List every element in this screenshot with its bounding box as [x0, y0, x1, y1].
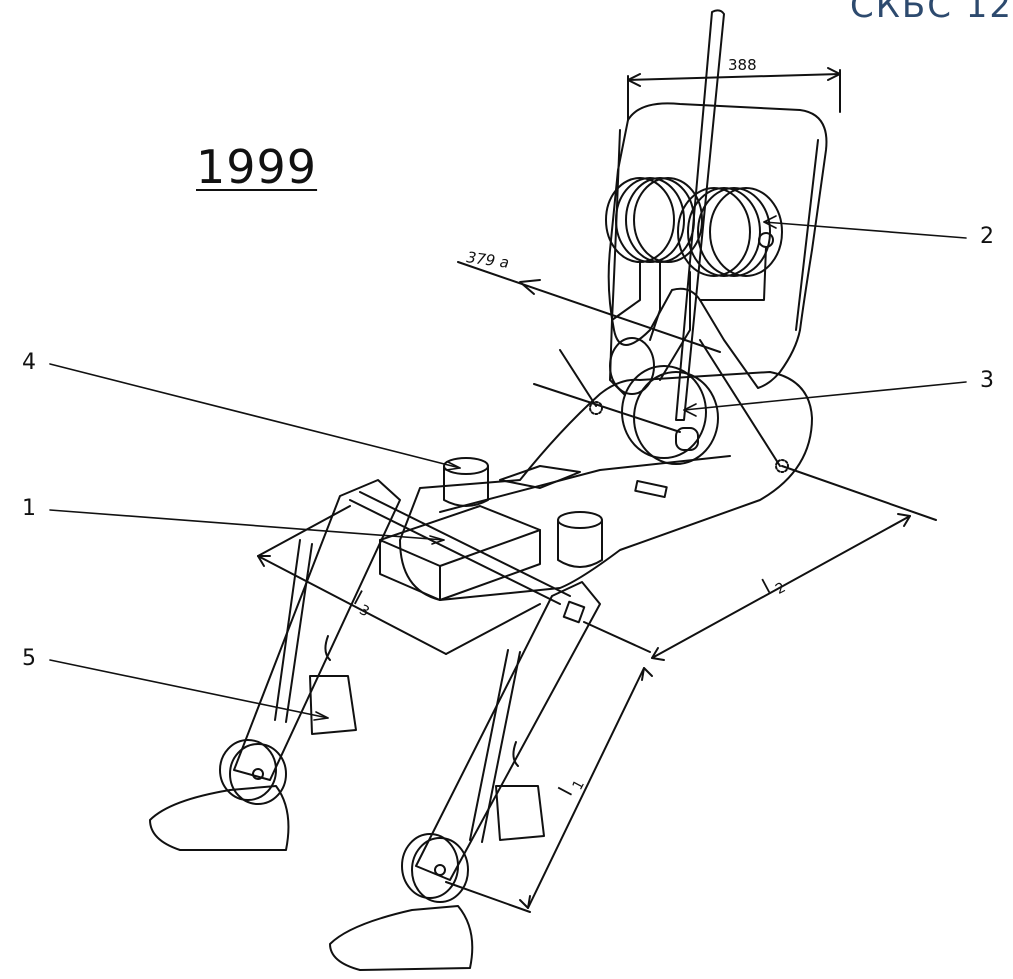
- callout-5: 5: [22, 646, 36, 671]
- callout-1: 1: [22, 496, 36, 521]
- dimension-l3: [257, 505, 541, 655]
- leader-1: [49, 509, 445, 541]
- leader-1-arrow: [429, 535, 445, 545]
- dimension-388: [627, 67, 841, 121]
- dim-l2-sub: 2: [773, 580, 788, 598]
- diagram-year: 1999: [196, 140, 318, 194]
- right-leg: [329, 581, 601, 971]
- sensor-jars: [443, 457, 603, 568]
- axle: [349, 491, 571, 605]
- leader-2-arrow: [763, 215, 777, 229]
- main-drum: [609, 337, 719, 465]
- leader-3: [683, 381, 967, 411]
- leader-2: [763, 221, 967, 239]
- callout-2: 2: [980, 224, 994, 249]
- leader-5-arrow: [313, 711, 329, 721]
- base-seat: [399, 371, 813, 601]
- dimension-l1: [445, 667, 653, 913]
- corner-label: СКБС 12: [849, 0, 1013, 26]
- control-block: [379, 465, 581, 601]
- handle-rod: [675, 9, 725, 421]
- leader-4: [49, 363, 461, 469]
- dim-379a-text: 379 a: [465, 248, 510, 272]
- dim-388-text: 388: [728, 56, 757, 74]
- weight-discs-left: [605, 177, 703, 263]
- callout-4: 4: [22, 350, 36, 375]
- callout-3: 3: [980, 368, 994, 393]
- dim-l1-text-group: l 1: [553, 778, 587, 800]
- leader-3-arrow: [683, 403, 697, 417]
- leader-4-arrow: [445, 461, 461, 471]
- leader-5: [49, 659, 329, 719]
- dim-l3-sub: 3: [356, 602, 371, 620]
- dimension-l2: [583, 513, 911, 661]
- weight-discs-right: [677, 187, 783, 301]
- left-leg: [149, 479, 401, 851]
- callout-leaders: [49, 215, 967, 721]
- dimension-379a: [457, 261, 937, 521]
